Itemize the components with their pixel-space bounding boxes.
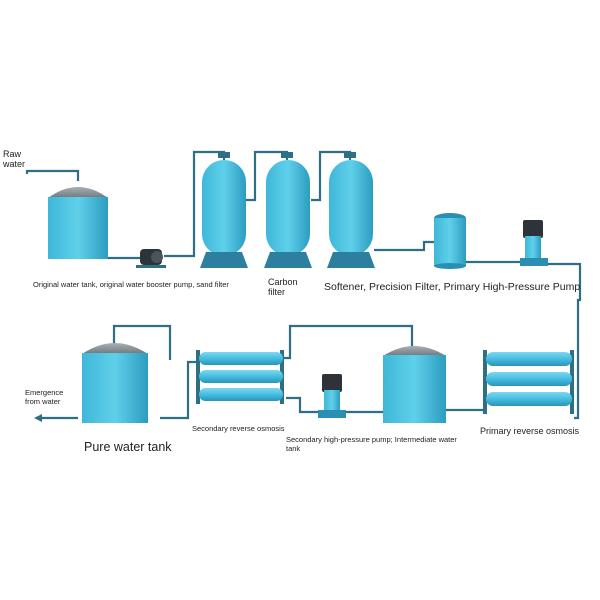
precision-filter [434,213,466,269]
secondary-reverse-osmosis [196,350,284,404]
pump-icon [136,249,166,268]
original-water-tank [48,187,108,259]
label-stage2: Softener, Precision Filter, Primary High… [324,281,581,293]
pure-water-tank [82,343,148,423]
pipe-network [25,150,582,420]
label-raw-water-line1: Raw [3,149,22,159]
label-carbon-filter-line1: Carbon [268,277,298,287]
label-secondary-pump-line1: Secondary high-pressure pump; Intermedia… [286,435,457,444]
label-secondary-pump-line2: tank [286,443,301,453]
label-raw-water: Raw water [3,149,25,170]
softener [327,152,375,268]
label-emergence-line1: Emergence [25,388,64,397]
label-carbon-filter-line2: filter [268,287,286,298]
primary-high-pressure-pump [520,220,548,266]
intermediate-water-tank [383,346,446,423]
primary-reverse-osmosis [483,350,574,414]
label-emergence-line2: from water [25,396,61,406]
outlet-arrow-icon [34,414,42,422]
label-pure-tank: Pure water tank [84,440,172,454]
label-emergence: Emergence from water [25,388,64,406]
secondary-high-pressure-pump [318,374,346,418]
label-carbon-filter: Carbon filter [268,277,298,298]
label-secondary-ro: Secondary reverse osmosis [192,424,285,433]
label-raw-water-line2: water [3,159,26,170]
label-primary-ro: Primary reverse osmosis [480,426,580,436]
label-secondary-pump: Secondary high-pressure pump; Intermedia… [286,435,457,453]
sand-filter [200,152,248,268]
carbon-filter [264,152,312,268]
label-stage1: Original water tank, original water boos… [33,280,229,289]
